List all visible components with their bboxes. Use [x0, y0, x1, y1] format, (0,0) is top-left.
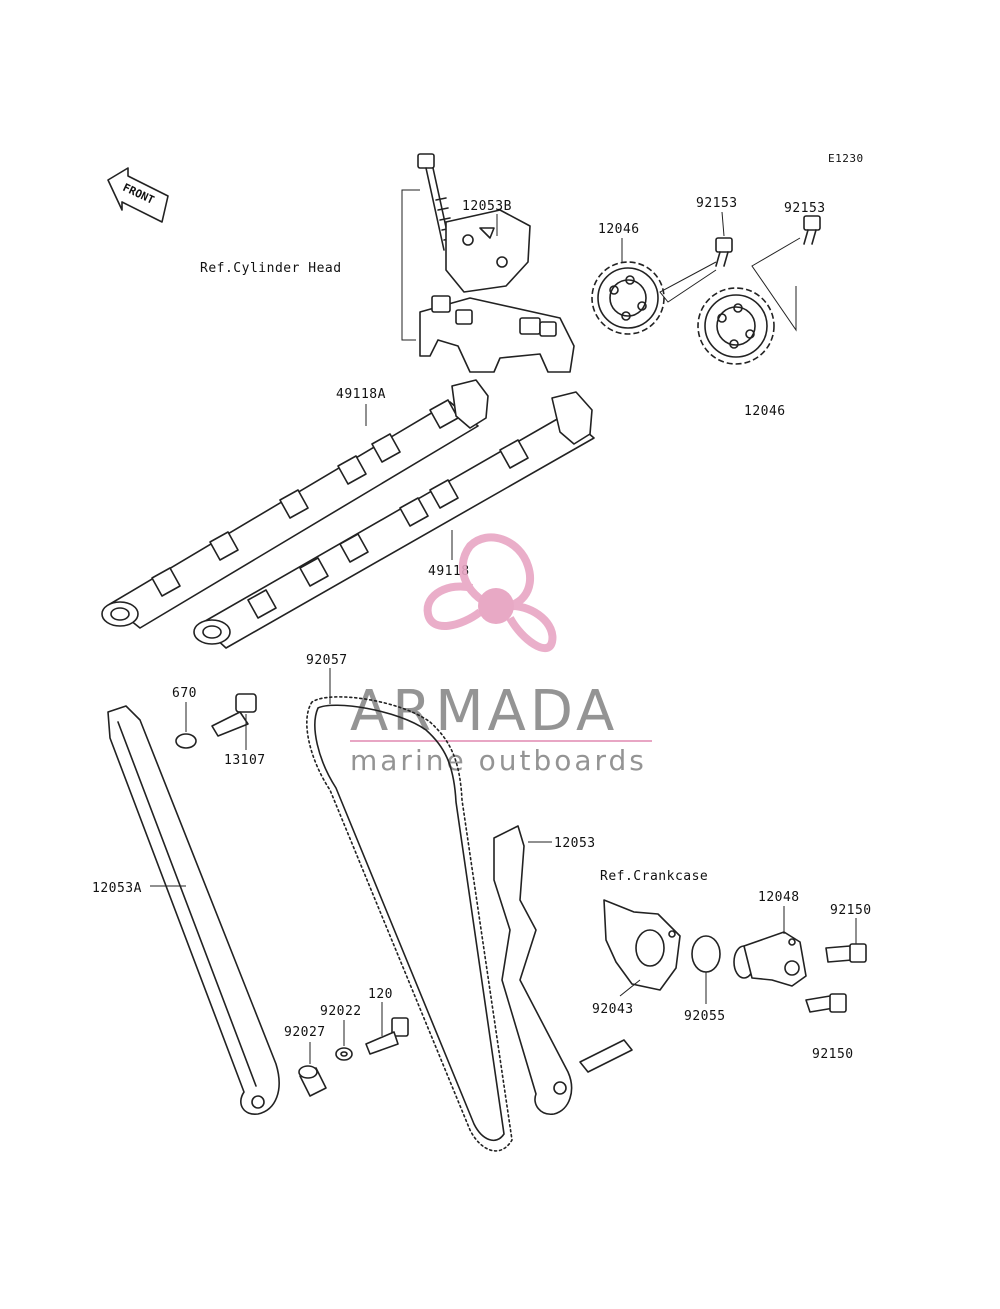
cam-chain	[306, 696, 513, 1152]
tensioner-bolt-upper	[825, 943, 867, 963]
label-12053: 12053	[554, 836, 596, 851]
label-92043: 92043	[592, 1002, 634, 1017]
label-12046-top: 12046	[598, 222, 640, 237]
armada-propeller-logo-icon	[423, 533, 557, 652]
label-92153-b: 92153	[784, 201, 826, 216]
o-ring-670	[175, 733, 197, 749]
cam-chain-tensioner-12048	[733, 931, 807, 987]
label-12048: 12048	[758, 890, 800, 905]
washer-92022	[335, 1047, 353, 1061]
sprocket-bolt-right	[803, 215, 821, 245]
tensioner-bolt-lower	[805, 993, 847, 1013]
collar-92027	[298, 1065, 327, 1097]
label-92057: 92057	[306, 653, 348, 668]
camshaft-sprocket-left	[591, 261, 665, 335]
crankcase-tensioner-mount	[603, 899, 681, 991]
label-670: 670	[172, 686, 197, 701]
o-ring-92055	[691, 935, 721, 973]
label-92022: 92022	[320, 1004, 362, 1019]
label-12046-bottom: 12046	[744, 404, 786, 419]
chain-guide-12053A	[107, 705, 280, 1115]
camshaft-exhaust	[101, 379, 489, 629]
label-92153-a: 92153	[696, 196, 738, 211]
sprocket-bolt-left	[715, 237, 733, 267]
label-49118A: 49118A	[336, 387, 386, 402]
camshaft-holder-assembly	[417, 153, 575, 373]
label-120: 120	[368, 987, 393, 1002]
ref-cylinder-head-label: Ref.Cylinder Head	[200, 261, 342, 276]
watermark-brand: ARMADA	[350, 679, 618, 744]
guide-bolt-13107	[211, 693, 257, 737]
label-92027: 92027	[284, 1025, 326, 1040]
label-92150-a: 92150	[830, 903, 872, 918]
label-13107: 13107	[224, 753, 266, 768]
watermark-tagline: marine outboards	[350, 744, 647, 777]
ref-crankcase-label: Ref.Crankcase	[600, 869, 708, 884]
label-12053A: 12053A	[92, 881, 142, 896]
label-12053B: 12053B	[462, 199, 512, 214]
guide-pin	[579, 1039, 633, 1073]
label-92055: 92055	[684, 1009, 726, 1024]
camshaft-sprocket-right	[697, 287, 775, 365]
label-92150-b: 92150	[812, 1047, 854, 1062]
guide-bolt-120	[365, 1017, 409, 1055]
diagram-code: E1230	[828, 152, 864, 165]
camshaft-intake	[193, 391, 595, 649]
chain-guide-12053	[493, 825, 573, 1115]
front-direction-arrow-icon: FRONT	[107, 167, 169, 223]
